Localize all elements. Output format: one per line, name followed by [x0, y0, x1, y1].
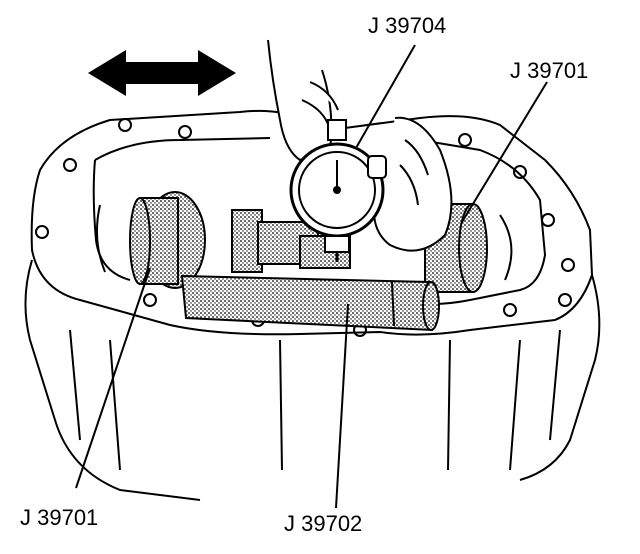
leader-right-plate — [461, 81, 548, 223]
callout-dial-indicator: J 39704 — [368, 13, 446, 38]
dial-indicator — [289, 119, 387, 262]
left-gauge-plate — [96, 191, 206, 289]
gauge-bar — [180, 274, 440, 332]
callout-gauge-bar: J 39702 — [284, 511, 362, 536]
callout-right-plate: J 39701 — [510, 58, 588, 83]
differential-housing — [24, 109, 601, 501]
leader-left-plate — [75, 267, 151, 489]
leader-lines — [75, 44, 548, 509]
leader-gauge-bar — [335, 303, 349, 509]
technician-hand — [267, 39, 453, 252]
double-arrow-icon — [88, 50, 236, 96]
callout-left-plate: J 39701 — [20, 505, 98, 530]
leader-dial-indicator — [355, 44, 416, 149]
